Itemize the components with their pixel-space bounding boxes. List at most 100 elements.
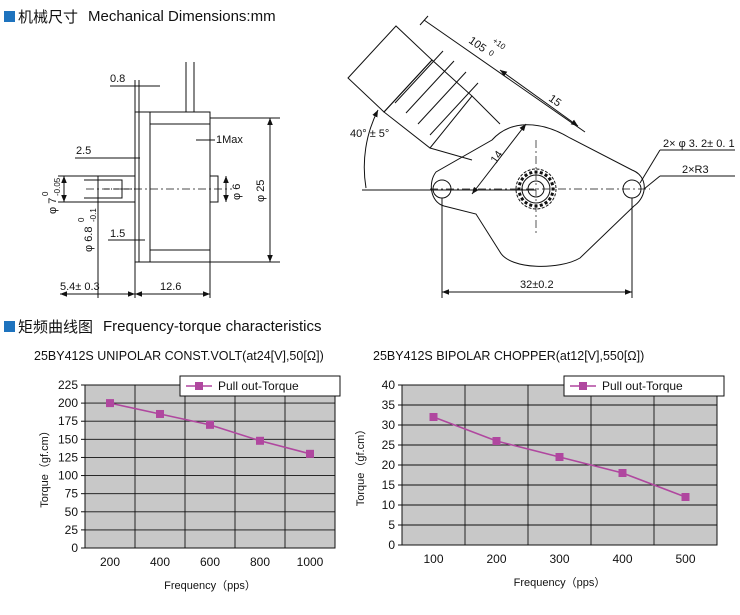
dim-phi6-8: φ 6.8 <box>83 227 95 252</box>
gear-tooth <box>547 196 552 202</box>
dim-phi7-tol-top: 0 <box>41 191 50 196</box>
legend: Pull out-Torque <box>563 375 725 397</box>
front-view <box>347 15 735 298</box>
dim-radius: 2×R3 <box>682 164 709 176</box>
bipolar-torque-chart: 25BY412S BIPOLAR CHOPPER(at12[V],550[Ω])… <box>354 349 725 589</box>
dim-12-6: 12.6 <box>160 281 181 293</box>
y-tick-label: 200 <box>58 396 78 410</box>
mechanical-section-title: 机械尺寸 Mechanical Dimensions:mm <box>4 6 276 27</box>
legend-box <box>179 375 341 397</box>
gear-tooth <box>517 181 522 186</box>
data-point <box>206 420 214 429</box>
dim-1max: 1Max <box>216 134 243 146</box>
data-point <box>492 437 501 445</box>
dim-14: 14 <box>489 149 506 166</box>
gear-tooth <box>539 170 544 175</box>
gear-tooth <box>547 176 552 182</box>
x-tick-label: 600 <box>200 555 220 569</box>
dim-holes: 2× φ 3. 2± 0. 1 <box>663 138 735 150</box>
y-tick-label: 0 <box>71 541 78 555</box>
gear-tooth <box>523 173 529 178</box>
unipolar-torque-chart: 25BY412S UNIPOLAR CONST.VOLT(at24[V],50[… <box>34 349 341 592</box>
data-point <box>681 493 690 501</box>
x-axis-label: Frequency（pps） <box>514 576 606 589</box>
legend-label: Pull out-Torque <box>602 379 683 393</box>
data-point <box>156 409 164 418</box>
y-tick-label: 125 <box>58 450 78 464</box>
data-point <box>618 469 627 477</box>
dim-phi6-8-tol-top: 0 <box>77 217 86 222</box>
y-tick-label: 100 <box>58 469 78 483</box>
y-tick-label: 75 <box>65 487 79 501</box>
y-axis-label: Torque（gf.cm） <box>354 424 367 507</box>
dim-105-tol-bot: 0 <box>487 48 496 58</box>
section-marker-icon <box>4 321 15 332</box>
dim-phi6-8-tol-bot: -0.1 <box>89 208 98 222</box>
data-point <box>429 413 438 421</box>
gear-tooth <box>528 170 533 175</box>
gear-tooth <box>517 187 521 191</box>
x-tick-label: 100 <box>423 552 443 566</box>
dim-phi7-tol-bot: -0.05 <box>53 177 62 196</box>
chart-title: 25BY412S BIPOLAR CHOPPER(at12[V],550[Ω]) <box>373 349 644 363</box>
gear-tooth <box>534 204 538 208</box>
legend-marker <box>579 382 587 390</box>
dim-phi25: φ 25 <box>255 180 267 202</box>
x-tick-label: 400 <box>150 555 170 569</box>
gear-tooth <box>550 181 555 186</box>
x-tick-label: 400 <box>612 552 632 566</box>
gear-tooth <box>528 203 533 208</box>
gear-tooth <box>550 192 555 197</box>
dim-5-4: 5.4± 0.3 <box>60 281 100 293</box>
y-tick-label: 25 <box>382 438 396 452</box>
frequency-title-cn: 矩频曲线图 <box>18 319 94 336</box>
y-tick-label: 150 <box>58 432 78 446</box>
x-tick-label: 300 <box>549 552 569 566</box>
gear-tooth <box>551 187 555 191</box>
x-tick-label: 800 <box>250 555 270 569</box>
gear-tooth <box>517 192 522 197</box>
gear-tooth <box>520 176 525 182</box>
legend: Pull out-Torque <box>179 375 341 397</box>
y-tick-label: 10 <box>382 498 396 512</box>
y-tick-label: 225 <box>58 378 78 392</box>
y-tick-label: 25 <box>65 523 79 537</box>
gear-tooth <box>543 200 549 205</box>
dim-angle: 40° ± 5° <box>350 128 389 140</box>
y-tick-label: 30 <box>382 418 396 432</box>
mechanical-title-cn: 机械尺寸 <box>18 9 79 26</box>
data-point <box>256 436 264 445</box>
gear-tooth <box>534 170 538 174</box>
gear-tooth <box>523 200 529 205</box>
gear-tooth <box>539 203 544 208</box>
mechanical-drawing: 0.8 1Max 2.5 1.5 φ 7 0 -0.05 φ 6.8 0 -0.… <box>41 15 735 298</box>
legend-label: Pull out-Torque <box>218 379 299 393</box>
dim-phi6: φ 6 <box>231 184 243 200</box>
dim-15: 15 <box>546 93 563 110</box>
legend-marker <box>195 382 203 390</box>
mechanical-title-en: Mechanical Dimensions:mm <box>88 8 276 25</box>
data-point <box>106 399 114 408</box>
x-axis-label: Frequency（pps） <box>164 579 256 592</box>
x-tick-label: 1000 <box>297 555 324 569</box>
dim-32: 32±0.2 <box>520 279 554 291</box>
dim-phi7: φ 7 <box>47 198 59 214</box>
gear-teeth <box>517 170 555 208</box>
y-axis-label: Torque（gf.cm） <box>38 425 51 508</box>
x-tick-label: 500 <box>675 552 695 566</box>
gear-tooth <box>520 196 525 202</box>
data-point <box>306 449 314 458</box>
y-tick-label: 15 <box>382 478 396 492</box>
y-tick-label: 40 <box>382 378 396 392</box>
section-marker-icon <box>4 11 15 22</box>
side-view <box>58 62 280 298</box>
dim-1-5: 1.5 <box>110 228 125 240</box>
x-tick-label: 200 <box>486 552 506 566</box>
plot-area <box>84 384 336 549</box>
y-tick-label: 175 <box>58 414 78 428</box>
y-tick-label: 35 <box>382 398 396 412</box>
y-tick-label: 50 <box>65 505 79 519</box>
dim-2-5: 2.5 <box>76 145 91 157</box>
legend-box <box>563 375 725 397</box>
y-tick-label: 5 <box>388 518 395 532</box>
